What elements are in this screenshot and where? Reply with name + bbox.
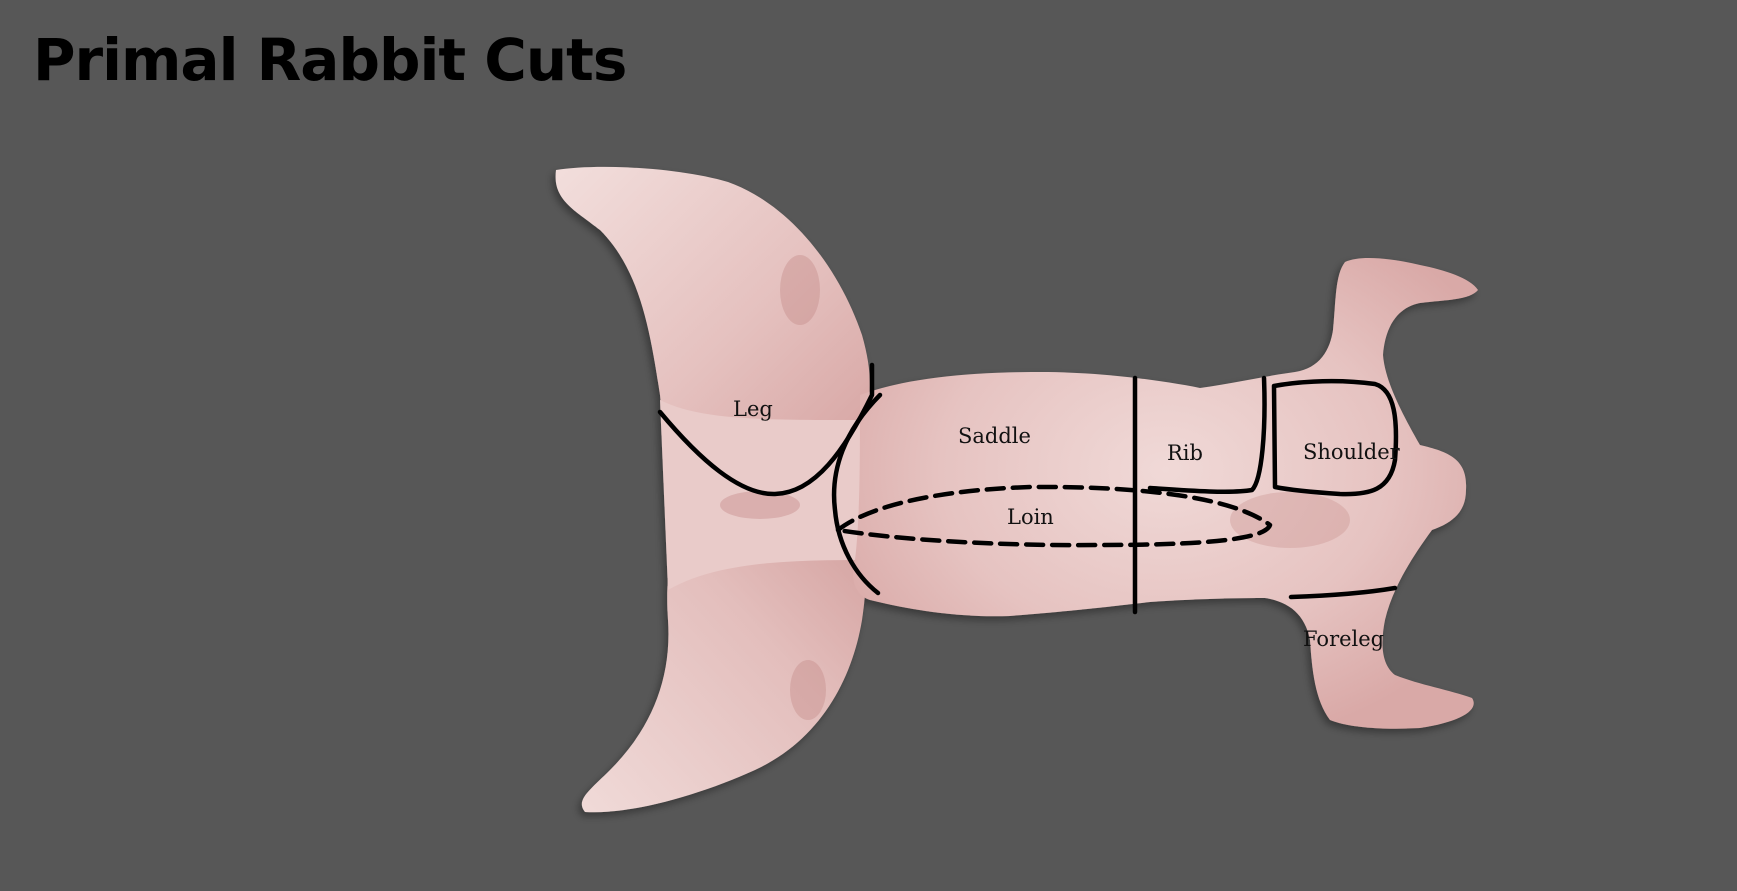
cut-labels: Leg Saddle Loin Rib Shoulder Foreleg (733, 397, 1401, 651)
shading-hip (720, 491, 800, 519)
shading-leg-top (780, 255, 820, 325)
rib-cut-line (1147, 375, 1267, 494)
hind-leg-top (555, 166, 870, 480)
label-loin: Loin (1007, 505, 1054, 529)
loin-cut-line (835, 484, 1273, 548)
shoulder-cut-line (1271, 378, 1399, 497)
foreleg-cut-line (1288, 585, 1398, 600)
shading-leg-bottom (790, 660, 826, 720)
hind-leg-bottom (581, 500, 866, 813)
label-rib: Rib (1167, 441, 1203, 465)
label-leg: Leg (733, 397, 773, 421)
label-foreleg: Foreleg (1303, 627, 1384, 651)
rabbit-carcass (555, 166, 1478, 813)
page-title: Primal Rabbit Cuts (33, 26, 627, 94)
label-shoulder: Shoulder (1303, 440, 1401, 464)
cut-lines (657, 362, 1399, 615)
torso (853, 258, 1478, 729)
label-saddle: Saddle (958, 424, 1031, 448)
shading-neck (1230, 492, 1350, 548)
hip-cut-line (831, 392, 883, 596)
